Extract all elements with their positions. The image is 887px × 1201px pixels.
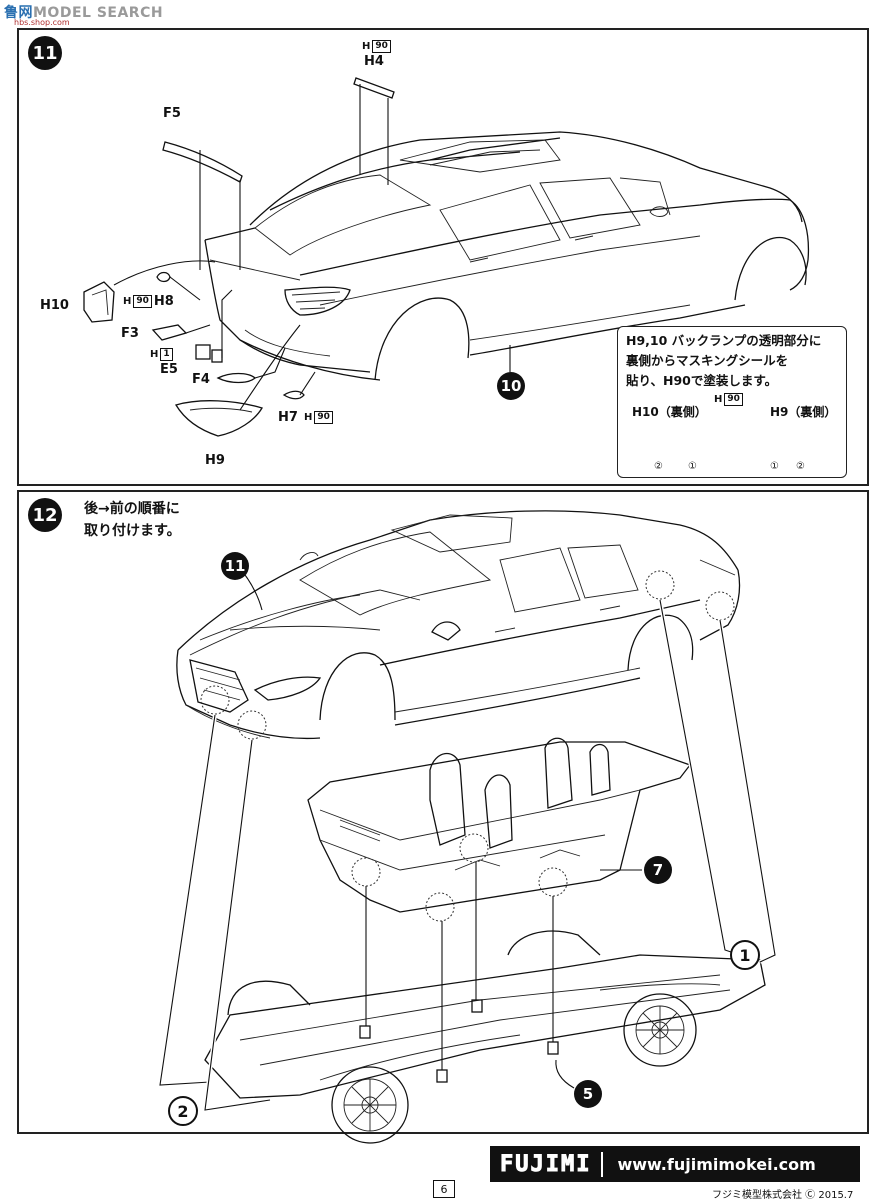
part-f3: F3 [121, 326, 139, 341]
ring-callout-2: 2 [168, 1096, 198, 1126]
note-paint-letter: H [714, 394, 723, 405]
step11-parts [83, 77, 395, 437]
callout-5: 5 [574, 1080, 602, 1108]
watermark: 鲁网MODEL SEARCH [4, 2, 163, 22]
step12-instruction-line-2: 取り付けます。 [84, 523, 181, 539]
callout-7: 7 [644, 856, 672, 884]
note-mark-left-2: ② [654, 461, 663, 472]
step11-car-body [204, 131, 810, 381]
footer-url[interactable]: www.fujimimokei.com [617, 1154, 816, 1174]
note-mark-right-2: ② [796, 461, 805, 472]
part-h9: H9 [205, 453, 225, 468]
h8-label: H 90 H8 [123, 294, 174, 309]
note-line-1: H9,10 バックランプの透明部分に [626, 333, 822, 348]
step12-instruction-line-1: 後→前の順番に [84, 501, 180, 517]
h8-color-code: H [123, 296, 132, 307]
part-h4: H4 [364, 54, 384, 69]
callout-11: 11 [221, 552, 249, 580]
watermark-logo: 鲁网 [4, 5, 33, 21]
page-number: 6 [433, 1180, 455, 1198]
callout-10: 10 [497, 372, 525, 400]
step12-frame [17, 490, 869, 1134]
part-e5: E5 [160, 362, 178, 377]
footer-brand-bar: FUJIMI www.fujimimokei.com [490, 1146, 860, 1182]
note-left-label: H10（裏側） [632, 405, 707, 419]
step12-interior [307, 737, 692, 913]
note-line-2: 裏側からマスキングシールを [626, 353, 789, 368]
e5-color: H 1 [150, 348, 173, 361]
copyright: フジミ模型株式会社 Ⓒ 2015.7 [712, 1190, 854, 1201]
e5-color-code: H [150, 349, 159, 360]
ring-callout-1: 1 [730, 940, 760, 970]
h8-color-num: 90 [133, 295, 152, 308]
step12-car-body [176, 510, 741, 740]
step12-number: 12 [28, 498, 62, 532]
paint-note-box: H9,10 バックランプの透明部分に 裏側からマスキングシールを 貼り、H90で… [617, 326, 847, 478]
note-mark-left-1: ① [688, 461, 697, 472]
step11-frame [17, 28, 869, 486]
part-h10: H10 [40, 298, 69, 313]
fujimi-logo: FUJIMI [490, 1151, 604, 1177]
h4-color-num: 90 [372, 40, 391, 53]
part-h7: H7 [278, 410, 298, 425]
part-f5: F5 [163, 106, 181, 121]
step11-number: 11 [28, 36, 62, 70]
watermark-text: MODEL SEARCH [33, 5, 164, 21]
watermark-sub: hbs.shop.com [14, 18, 70, 27]
part-f4: F4 [192, 372, 210, 387]
note-right-label: H9（裏側） [770, 405, 837, 419]
h7-color-code: H [303, 412, 313, 423]
h7-label: H7 H 90 [278, 410, 333, 425]
e5-color-num: 1 [160, 348, 173, 361]
h7-color-num: 90 [314, 411, 333, 424]
step12-chassis [204, 930, 766, 1144]
note-line-3: 貼り、H90で塗装します。 [626, 373, 778, 388]
step11-leaders [113, 84, 511, 411]
note-paint-code: H 90 [714, 393, 743, 406]
h4-color: H 90 [362, 40, 391, 53]
note-mark-right-1: ① [770, 461, 779, 472]
note-paint-num: 90 [724, 393, 743, 406]
h4-color-code: H [362, 41, 371, 52]
part-h8: H8 [153, 294, 174, 309]
